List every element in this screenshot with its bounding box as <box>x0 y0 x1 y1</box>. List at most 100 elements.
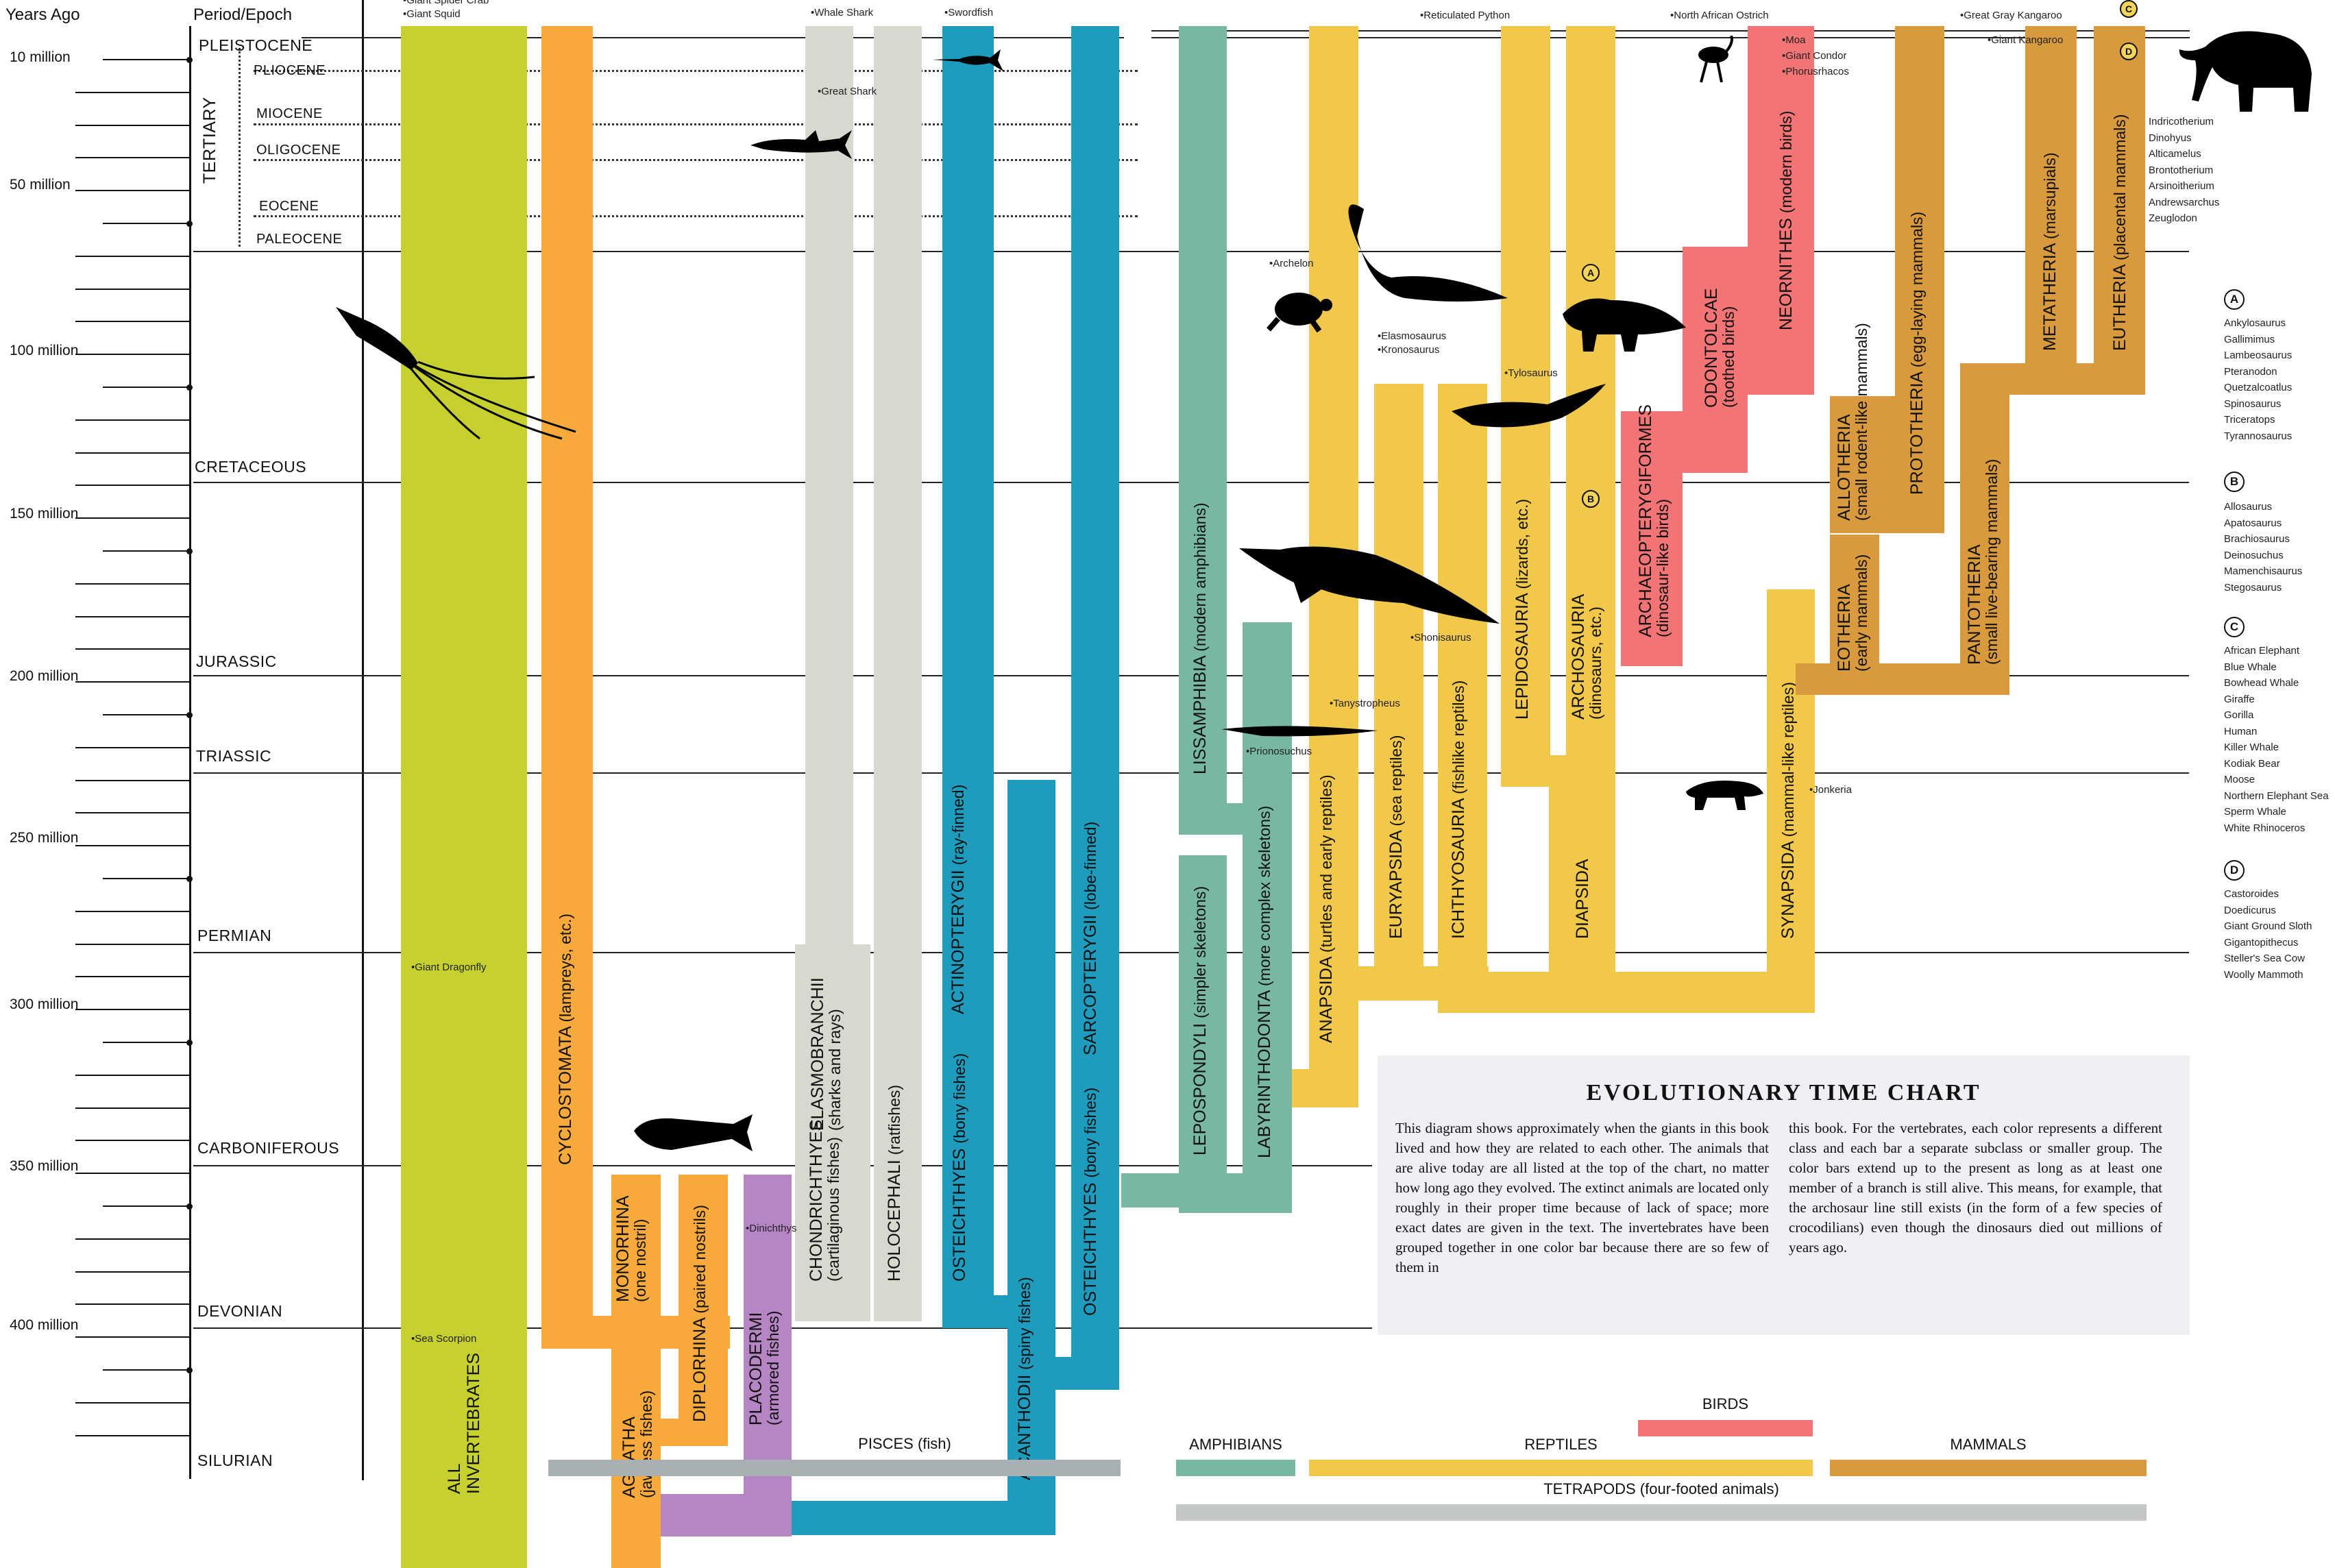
actinopterygii-name: ACTINOPTERYGII <box>949 870 968 1014</box>
reptiles-bar <box>1309 1460 1813 1476</box>
odontolcae-name: ODONTOLCAE <box>1702 288 1721 408</box>
year-200m: 200 million <box>10 668 79 684</box>
year-tick <box>103 1369 191 1371</box>
diplorhina-bar <box>679 1175 728 1446</box>
legend-item: Brachiosaurus <box>2224 533 2290 545</box>
prototheria-bar <box>1895 26 1944 533</box>
info-col-2: this book. For the vertebrates, each col… <box>1789 1120 2162 1255</box>
placodermi-joint <box>661 1494 792 1536</box>
invertebrates-label: ALL INVERTEBRATES <box>445 1352 483 1494</box>
epoch-paleocene: PALEOCENE <box>256 232 343 247</box>
legend-item: Quetzalcoatlus <box>2224 382 2293 393</box>
amphibia-joint-b <box>1179 1173 1292 1213</box>
synapsida-name: SYNAPSIDA <box>1778 842 1798 939</box>
period-jurassic: JURASSIC <box>196 652 277 670</box>
eotheria-sub: (early mammals) <box>1853 554 1871 672</box>
labyrinthodonta-name: LABYRINTHODONTA <box>1255 990 1274 1158</box>
cyclostomata-name: CYCLOSTOMATA <box>556 1027 575 1165</box>
year-tick <box>75 681 191 683</box>
ichthyosauria-label: ICHTHYOSAURIA (fishlike reptiles) <box>1449 681 1468 939</box>
marker-d: D <box>2120 42 2138 60</box>
synapsida-label: SYNAPSIDA (mammal-like reptiles) <box>1778 682 1798 939</box>
diapsida-label: DIAPSIDA <box>1573 859 1592 939</box>
epoch-oligocene: OLIGOCENE <box>256 143 341 158</box>
epoch-pliocene: PLIOCENE <box>254 63 326 78</box>
lissamphibia-label: LISSAMPHIBIA (modern amphibians) <box>1190 502 1210 774</box>
year-150m: 150 million <box>10 506 79 522</box>
eutheria-item: Arsinoitherium <box>2149 180 2214 192</box>
species-archelon: Archelon <box>1269 258 1313 269</box>
elasmobranchii-label: ELASMOBRANCHII (sharks and rays) <box>808 977 844 1131</box>
invertebrates-bar <box>401 26 527 1568</box>
legend-item: Pteranodon <box>2224 365 2277 378</box>
diapsida-bar <box>1549 755 1615 1002</box>
legend-item: Allosaurus <box>2224 501 2273 513</box>
chondrichthyes-label: CHONDRICHTHYES (cartilaginous fishes) <box>807 1120 842 1282</box>
eotheria-bar <box>1830 535 1879 681</box>
period-epoch-header: Period/Epoch <box>193 5 293 24</box>
period-silurian: SILURIAN <box>197 1451 273 1469</box>
legend-item: Giraffe <box>2224 693 2255 705</box>
marker-b: B <box>1582 490 1600 508</box>
species-tanystropheus: Tanystropheus <box>1330 698 1400 709</box>
legend-item: Triceratops <box>2224 414 2275 426</box>
osteichthyes-ray-label: OSTEICHTHYES (bony fishes) <box>950 1053 969 1282</box>
mammals-label: MAMMALS <box>1950 1436 2027 1453</box>
legend-item: Giant Ground Sloth <box>2224 920 2312 932</box>
species-swordfish: Swordfish <box>944 7 993 19</box>
osteichthyes-joint-top <box>942 1295 1055 1328</box>
placodermi-sub: (armored fishes) <box>764 1310 783 1425</box>
legend-item: Spinosaurus <box>2224 397 2282 410</box>
period-devonian: DEVONIAN <box>197 1302 283 1320</box>
period-permian: PERMIAN <box>197 927 272 944</box>
line-present <box>1151 30 2190 32</box>
euryapsida-sub: (sea reptiles) <box>1387 735 1405 826</box>
year-tick <box>75 1009 191 1010</box>
eutheria-bar <box>2094 26 2145 395</box>
actinopterygii-label: ACTINOPTERYGII (ray-finned) <box>949 784 968 1014</box>
acanthodii-bar <box>1007 780 1055 1534</box>
allotheria-label: ALLOTHERIA (small rodent-like mammals) <box>1835 323 1870 521</box>
species-prionosuchus: Prionosuchus <box>1246 746 1312 757</box>
divider-vertical-line <box>362 0 364 1480</box>
legend-item: White Rhinoceros <box>2224 822 2306 834</box>
tertiary-dotted-bracket <box>239 48 241 247</box>
pantotheria-sub: (small live-bearing mammals) <box>1983 458 2001 665</box>
legend-marker-b: B <box>2224 471 2245 492</box>
legend-item: Kodiak Bear <box>2224 757 2280 770</box>
eutheria-item: Brontotherium <box>2149 164 2214 176</box>
period-cretaceous: CRETACEOUS <box>195 458 307 476</box>
legend-item: Lambeosaurus <box>2224 350 2293 361</box>
birds-label: BIRDS <box>1702 1395 1749 1412</box>
elasmosaurus-silhouette <box>1348 204 1508 302</box>
ichthyosauria-bar <box>1438 384 1487 1001</box>
acanthodii-sub: (spiny fishes) <box>1016 1277 1034 1370</box>
mammal-joint <box>1830 663 2009 695</box>
odontolcae-label: ODONTOLCAE (toothed birds) <box>1702 288 1737 408</box>
actinopterygii-sub: (ray-finned) <box>949 784 967 866</box>
year-tick <box>75 321 191 322</box>
year-tick <box>75 1075 191 1076</box>
agnatha-joint-2 <box>658 1419 728 1446</box>
year-tick <box>75 1140 191 1141</box>
year-10m: 10 million <box>10 49 71 65</box>
info-title: EVOLUTIONARY TIME CHART <box>1586 1080 1981 1105</box>
year-tick-dot <box>186 384 193 391</box>
species-whale-shark: Whale Shark <box>811 7 873 19</box>
neornithes-bar <box>1748 26 1814 395</box>
synapsida-sub: (mammal-like reptiles) <box>1779 682 1797 837</box>
year-tick <box>103 550 191 552</box>
year-tick <box>75 1107 191 1109</box>
allotheria-sub: (small rodent-like mammals) <box>1853 323 1871 521</box>
legend-item: Ankylosaurus <box>2224 317 2286 329</box>
osteichthyes-joint <box>1031 1357 1119 1390</box>
lepospondyli-label: LEPOSPONDYLI (simpler skeletons) <box>1190 886 1210 1155</box>
placodermi-label: PLACODERMI (armored fishes) <box>746 1310 783 1425</box>
axis-vertical-line <box>189 26 191 1479</box>
species-shonisaurus: Shonisaurus <box>1410 632 1471 644</box>
metatheria-sub: (marsupials) <box>2041 152 2059 240</box>
archaeopterygiformes-name: ARCHAEOPTERYGIFORMES <box>1636 404 1655 637</box>
ichthyosauria-name: ICHTHYOSAURIA <box>1449 798 1468 939</box>
period-tertiary: TERTIARY <box>200 97 219 184</box>
period-pleistocene: PLEISTOCENE <box>199 36 313 54</box>
